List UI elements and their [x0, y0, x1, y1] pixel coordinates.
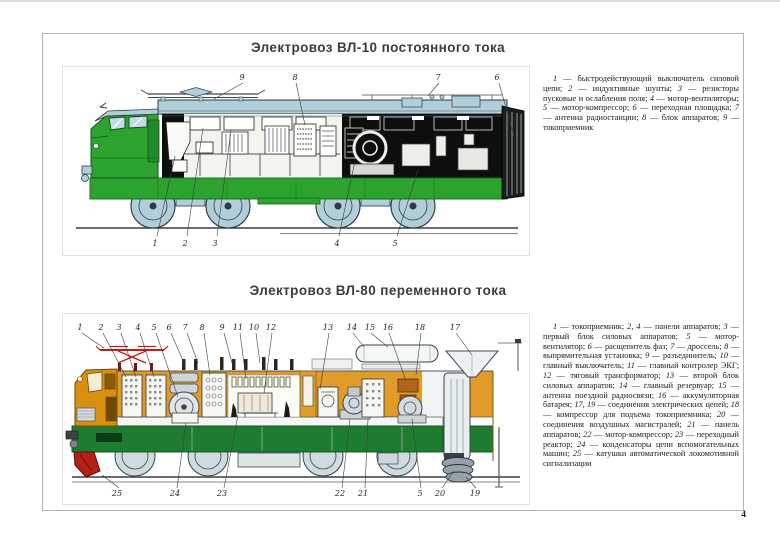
- vl10-cab: [81, 102, 160, 182]
- vl80-pantograph: [95, 345, 169, 371]
- svg-text:10: 10: [249, 323, 259, 332]
- svg-text:5: 5: [151, 323, 156, 332]
- svg-text:24: 24: [169, 489, 180, 498]
- svg-text:1: 1: [77, 323, 82, 332]
- svg-text:9: 9: [219, 323, 224, 332]
- svg-text:4: 4: [134, 323, 140, 332]
- svg-text:5: 5: [417, 489, 422, 498]
- page-number: 4: [741, 510, 746, 520]
- svg-text:5: 5: [392, 239, 397, 248]
- figure1-title: Электровоз ВЛ-10 постоянного тока: [250, 40, 506, 55]
- svg-text:4: 4: [333, 239, 339, 248]
- svg-text:9: 9: [239, 73, 244, 82]
- svg-text:8: 8: [199, 323, 204, 332]
- svg-text:6: 6: [166, 323, 171, 332]
- svg-text:6: 6: [494, 73, 499, 82]
- vl80-pilot: [73, 451, 101, 478]
- svg-text:16: 16: [383, 323, 393, 332]
- svg-text:18: 18: [415, 323, 425, 332]
- vl10-roof-details: [362, 94, 502, 108]
- svg-text:11: 11: [233, 323, 243, 332]
- figure1-vl10-diagram: 9 8 7 6 1 2 3 4 5: [62, 66, 530, 256]
- svg-text:2: 2: [97, 323, 103, 332]
- figure2-title: Электровоз ВЛ-80 переменного тока: [249, 283, 507, 298]
- svg-text:2: 2: [181, 239, 187, 248]
- figure2-legend: 1 — токоприемник; 2, 4 — панели аппарато…: [543, 322, 740, 469]
- svg-text:3: 3: [212, 239, 217, 248]
- vl80-diagram-svg: 1234567891110121314151618172524232221520…: [62, 313, 530, 505]
- scan-edge: [0, 0, 780, 2]
- svg-text:12: 12: [266, 323, 276, 332]
- svg-text:17: 17: [450, 323, 461, 332]
- vl80-cab: [65, 368, 118, 449]
- svg-text:22: 22: [334, 489, 345, 498]
- vl80-body: [71, 339, 522, 488]
- svg-text:20: 20: [434, 489, 445, 498]
- vl10-diagram-svg: 9 8 7 6 1 2 3 4 5: [62, 66, 530, 256]
- svg-text:21: 21: [357, 489, 368, 498]
- vl80-rails: [72, 476, 520, 483]
- svg-text:7: 7: [182, 323, 188, 332]
- vl10-pantograph: [140, 87, 266, 102]
- svg-text:1: 1: [152, 239, 157, 248]
- vl10-callouts: 9 8 7 6 1 2 3 4 5: [152, 73, 515, 248]
- svg-text:7: 7: [435, 73, 441, 82]
- svg-text:14: 14: [347, 323, 357, 332]
- svg-text:13: 13: [323, 323, 333, 332]
- svg-text:19: 19: [470, 489, 480, 498]
- figure1-legend: 1 — быстродействующий выключатель силово…: [543, 74, 739, 132]
- svg-text:3: 3: [116, 323, 121, 332]
- svg-text:8: 8: [292, 73, 297, 82]
- svg-text:15: 15: [365, 323, 375, 332]
- svg-text:23: 23: [216, 489, 227, 498]
- svg-text:25: 25: [111, 489, 122, 498]
